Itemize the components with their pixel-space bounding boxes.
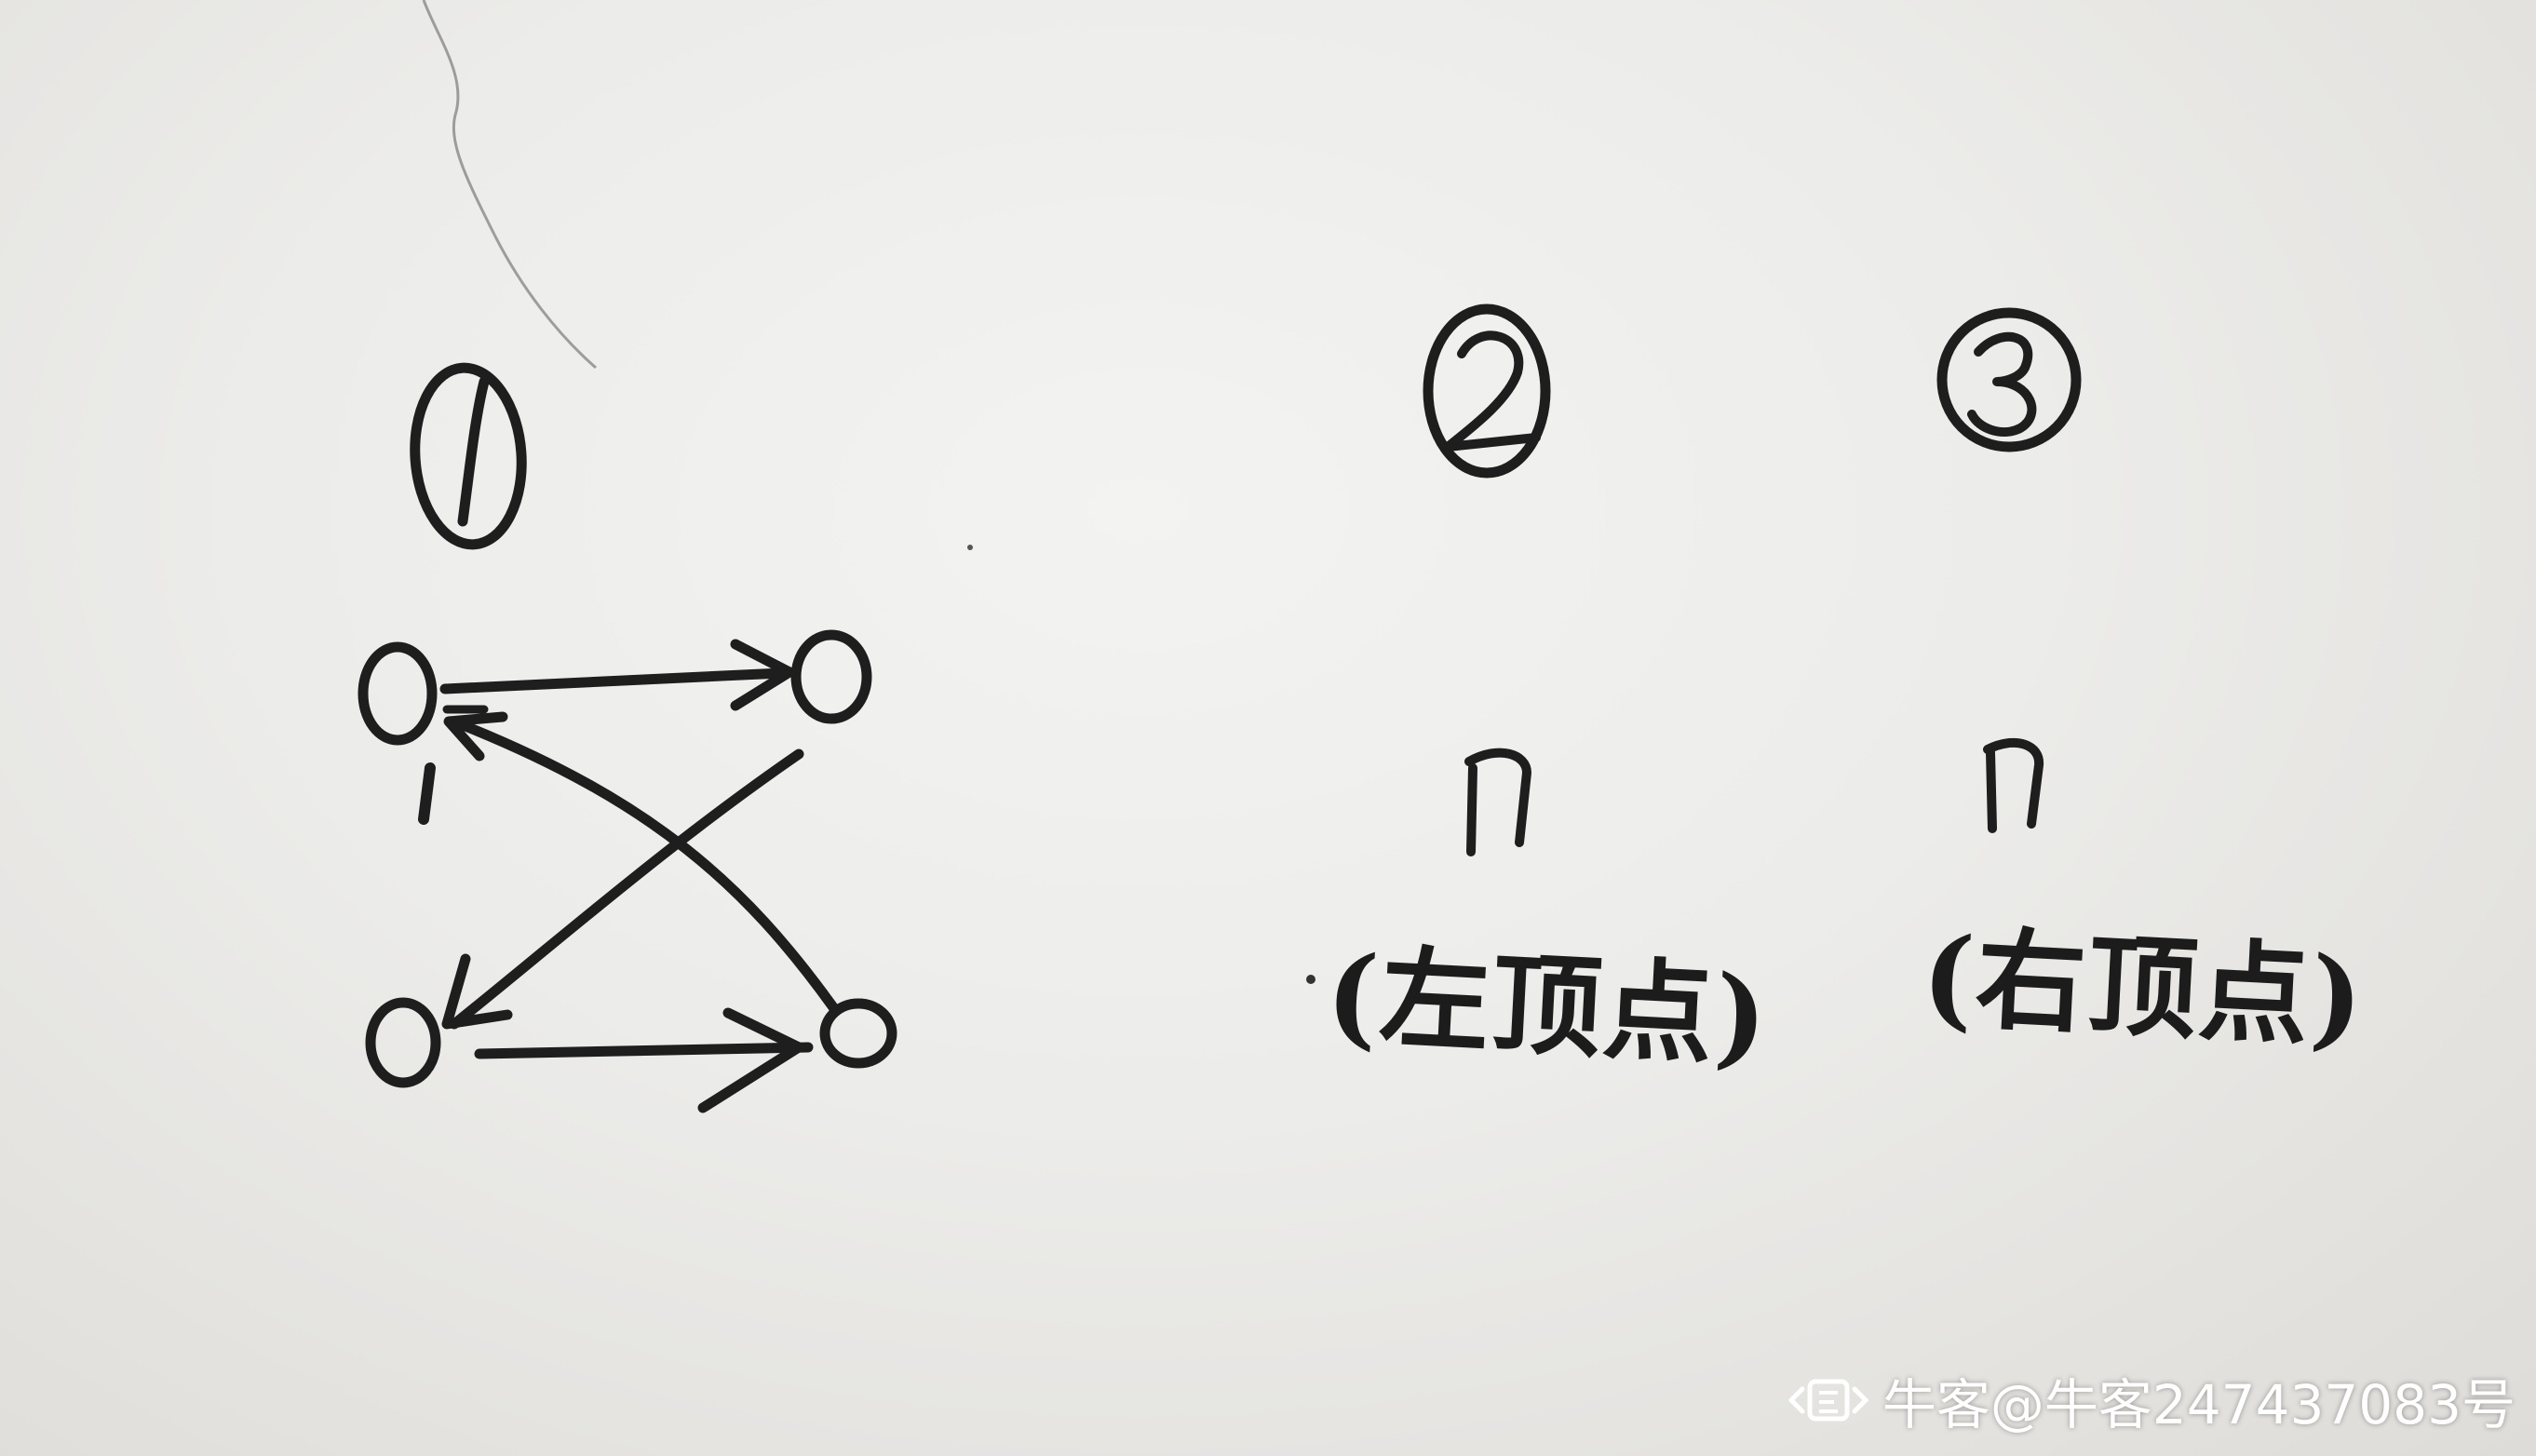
graph-node-top-left: [357, 641, 438, 746]
marker-3-icon: [1936, 307, 2082, 452]
edge-bottom-right-to-top-left: [418, 711, 839, 1013]
stray-dot: [967, 545, 973, 550]
graph-node-bottom-left: [365, 997, 441, 1088]
marker-1-icon: [410, 362, 527, 550]
graph-node-figure-3: [1983, 737, 2044, 833]
edge-bottom-left-to-bottom-right: [474, 1007, 814, 1113]
graph-node-top-right: [790, 629, 872, 724]
stray-pencil-mark: [422, 0, 597, 370]
graph-node-figure-2: [1464, 748, 1531, 856]
edge-top-left-to-top-right: [439, 639, 795, 714]
nowcoder-logo-icon: [1788, 1379, 1869, 1422]
edge-top-right-to-bottom-left: [441, 748, 804, 1030]
caption-figure-3: (右顶点): [1919, 910, 2368, 1064]
caption-figure-2: (左顶点): [1323, 929, 1773, 1083]
graph-node-bottom-right: [819, 998, 897, 1069]
watermark: 牛客@牛客247437083号: [1787, 1361, 2516, 1439]
stray-dot: [1306, 975, 1315, 984]
watermark-text: 牛客@牛客247437083号: [1882, 1373, 2516, 1436]
marker-2-icon: [1423, 303, 1551, 479]
